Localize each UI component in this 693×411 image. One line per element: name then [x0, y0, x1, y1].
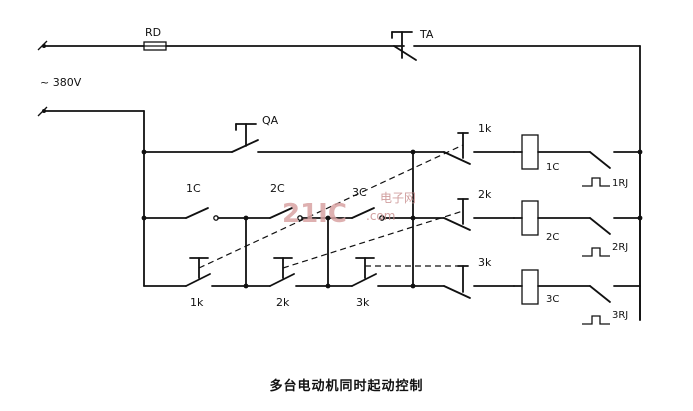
k2-contact-upper	[443, 198, 515, 231]
watermark-com: .com	[366, 209, 395, 223]
thermal-relay-3rj-label: 3RJ	[612, 310, 628, 321]
rung-3	[143, 151, 445, 289]
coil-2c-label: 2C	[546, 232, 559, 243]
right-bus	[637, 149, 643, 321]
start-button-qa	[235, 123, 257, 147]
holding-contact-1c-label: 1C	[186, 182, 201, 195]
k2-contact-label: 2k	[478, 188, 492, 201]
thermal-relay-1rj	[582, 151, 641, 187]
coil-1c-label: 1C	[546, 162, 559, 173]
button-1k-label: 1k	[190, 296, 204, 309]
holding-contact-2c-label: 2C	[270, 182, 285, 195]
fuse-label: RD	[145, 26, 161, 39]
start-button-label: QA	[262, 114, 279, 127]
coil-3c	[513, 269, 591, 305]
rung-1	[141, 139, 445, 155]
thermal-relay-2rj	[582, 217, 641, 257]
fuse-rd	[143, 41, 167, 51]
k1-contact-label: 1k	[478, 122, 492, 135]
button-3k	[355, 257, 375, 279]
button-3k-label: 3k	[356, 296, 370, 309]
top-supply-line	[43, 45, 641, 321]
coil-2c	[513, 200, 591, 236]
thermal-relay-3rj	[582, 285, 641, 325]
coil-3c-label: 3C	[546, 294, 559, 305]
coil-1c	[513, 134, 591, 170]
holding-contact-3c-label: 3C	[352, 186, 367, 199]
watermark-logo: 21IC 电子网 .com	[282, 191, 416, 229]
stop-button-ta	[391, 31, 417, 61]
thermal-relay-1rj-label: 1RJ	[612, 178, 628, 189]
left-bus	[43, 110, 145, 287]
k3-contact-upper	[443, 265, 515, 299]
rung-2	[141, 207, 445, 221]
mechanical-linkages	[198, 144, 464, 269]
button-2k-label: 2k	[276, 296, 290, 309]
thermal-relay-2rj-label: 2RJ	[612, 242, 628, 253]
stop-button-label: TA	[419, 28, 434, 41]
watermark-cn: 电子网	[380, 191, 416, 205]
diagram-caption: 多台电动机同时起动控制	[269, 379, 424, 394]
watermark-21ic: 21IC	[282, 199, 347, 229]
k3-contact-label: 3k	[478, 256, 492, 269]
supply-voltage-label: ~ 380V	[40, 76, 82, 89]
